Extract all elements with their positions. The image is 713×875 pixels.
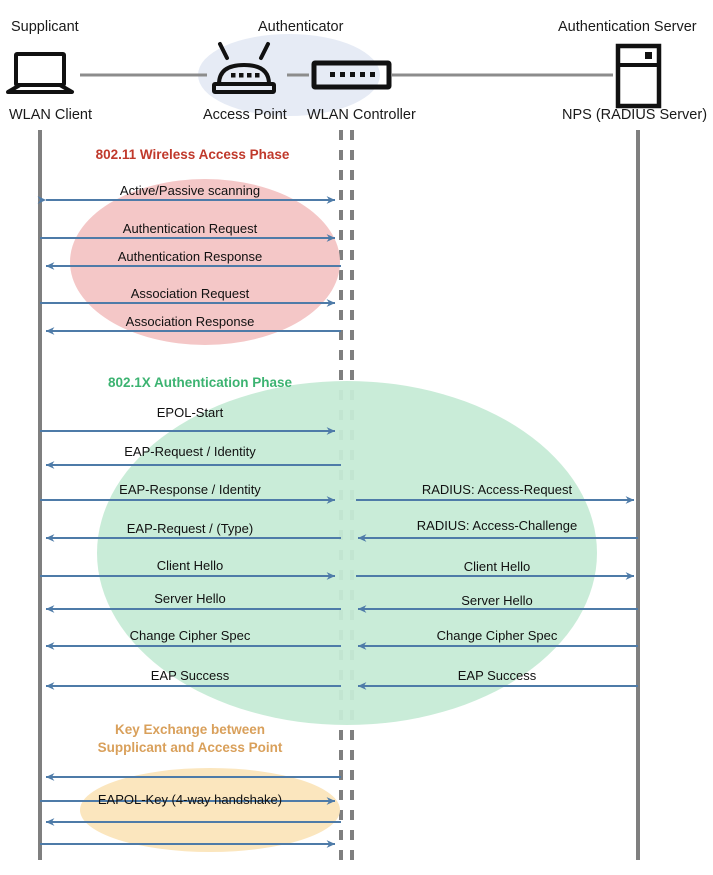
actor-label-wlan-client: WLAN Client — [9, 107, 92, 123]
msg-label-server-hello-left: Server Hello — [154, 591, 226, 606]
msg-label-radius-access-request: RADIUS: Access-Request — [421, 482, 573, 497]
msg-label-authentication-request: Authentication Request — [122, 221, 258, 236]
msg-label-eap-response-identity: EAP-Response / Identity — [119, 482, 261, 497]
msg-label-eap-request-identity: EAP-Request / Identity — [124, 444, 256, 459]
role-label-auth-server: Authentication Server — [558, 19, 697, 35]
server-icon — [615, 43, 662, 109]
actor-label-nps: NPS (RADIUS Server) — [562, 107, 708, 123]
msg-label-epol-start: EPOL-Start — [156, 405, 224, 420]
msg-label-client-hello-right: Client Hello — [463, 559, 531, 574]
phase-title-key-exchange-line2: Supplicant and Access Point — [97, 740, 283, 755]
phase-title-key-exchange-line1: Key Exchange between — [114, 722, 266, 737]
msg-label-eapol-key: EAPOL-Key (4-way handshake) — [97, 792, 283, 807]
wireless-router-icon — [212, 42, 276, 94]
msg-label-eap-request-type: EAP-Request / (Type) — [126, 521, 254, 536]
msg-label-association-response: Association Response — [125, 314, 255, 329]
msg-label-authentication-response: Authentication Response — [117, 249, 263, 264]
msg-label-radius-access-challenge: RADIUS: Access-Challenge — [416, 518, 578, 533]
phase-8021x-ellipse — [97, 381, 597, 725]
role-label-authenticator: Authenticator — [258, 19, 344, 35]
laptop-base-icon — [6, 83, 74, 94]
msg-label-client-hello-left: Client Hello — [156, 558, 224, 573]
actor-label-access-point: Access Point — [203, 107, 287, 123]
msg-label-server-hello-right: Server Hello — [461, 593, 533, 608]
role-label-supplicant: Supplicant — [11, 19, 79, 35]
msg-label-active-passive-scanning: Active/Passive scanning — [119, 183, 261, 198]
msg-label-association-request: Association Request — [130, 286, 250, 301]
actor-label-wlan-controller: WLAN Controller — [307, 107, 416, 123]
phase-key-ellipse — [80, 768, 340, 852]
msg-label-change-cipher-spec-right: Change Cipher Spec — [436, 628, 558, 643]
network-switch-icon — [311, 60, 392, 90]
msg-label-change-cipher-spec-left: Change Cipher Spec — [129, 628, 251, 643]
msg-label-eap-success-left: EAP Success — [150, 668, 230, 683]
phase-title-80211: 802.11 Wireless Access Phase — [95, 147, 290, 162]
phase-title-8021x: 802.1X Authentication Phase — [107, 375, 293, 390]
msg-label-eap-success-right: EAP Success — [457, 668, 537, 683]
laptop-icon — [14, 52, 66, 87]
